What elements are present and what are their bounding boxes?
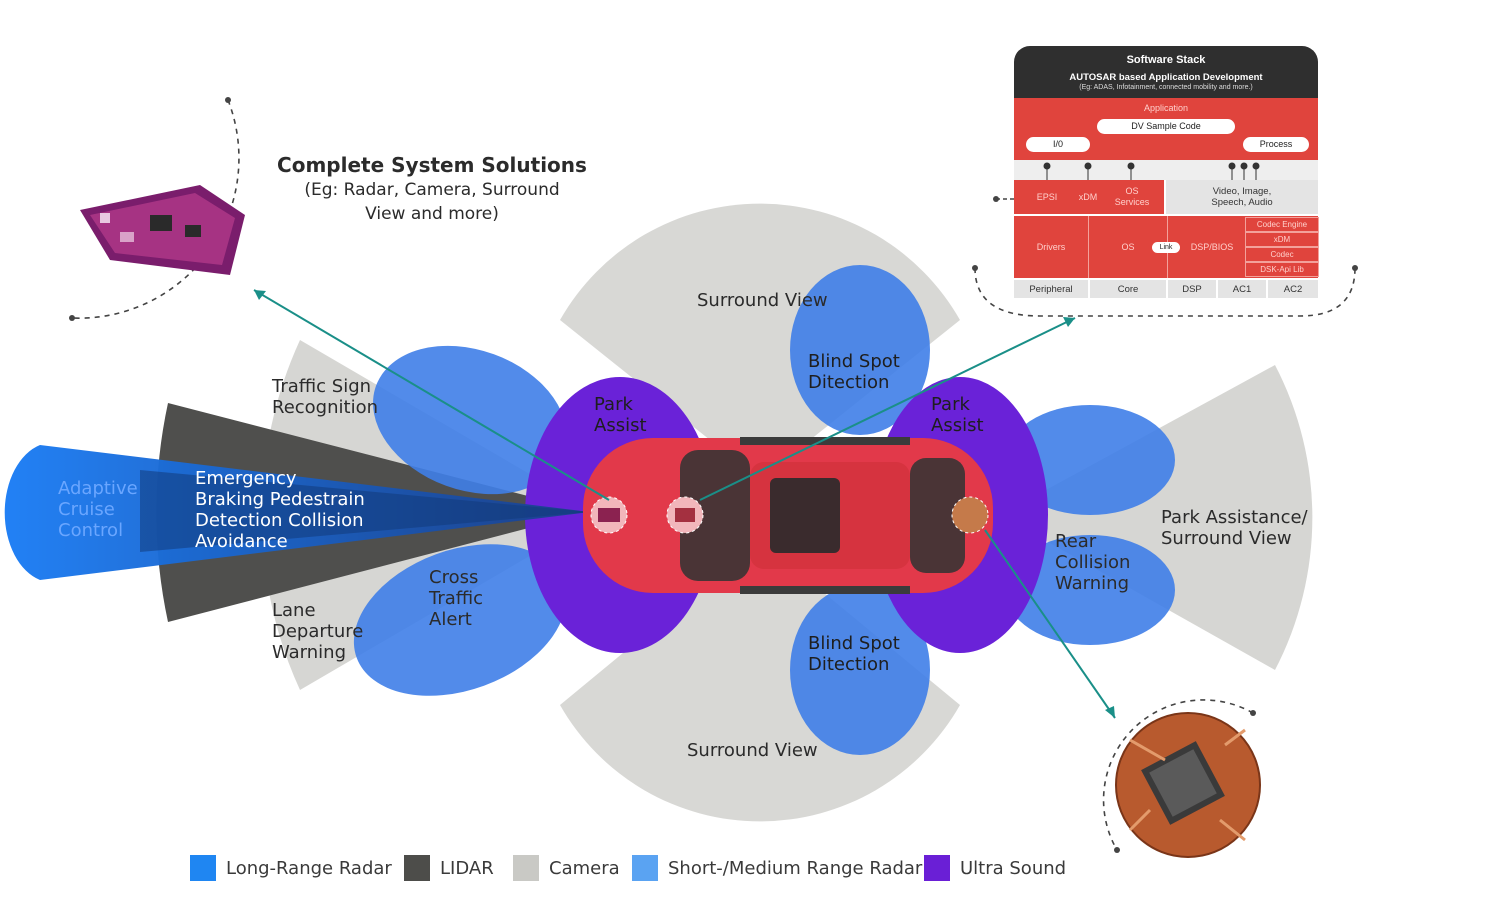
label-blind-spot-top: Blind Spot Ditection xyxy=(808,351,900,393)
car-windshield xyxy=(680,450,750,581)
legend-swatch xyxy=(190,855,216,881)
legend-swatch xyxy=(513,855,539,881)
bottom-cell-ac1: AC1 xyxy=(1218,280,1266,298)
bottom-cell-ac2: AC2 xyxy=(1268,280,1318,298)
label-emergency-braking: Emergency Braking Pedestrain Detection C… xyxy=(195,468,365,552)
legend-label: Long-Range Radar xyxy=(226,857,392,879)
radar-lobe-front-top xyxy=(373,345,567,495)
software-stack-note: (Eg: ADAS, Infotainment, connected mobil… xyxy=(1079,84,1253,91)
solutions-title-block: Complete System Solutions (Eg: Radar, Ca… xyxy=(262,152,602,226)
legend-long-range-radar: Long-Range Radar xyxy=(190,853,392,883)
legend-camera: Camera xyxy=(513,853,620,883)
legend-label: Short-/Medium Range Radar xyxy=(668,857,923,879)
bottom-cell-peripheral: Peripheral xyxy=(1014,280,1088,298)
label-surround-view-bottom: Surround View xyxy=(687,740,818,761)
label-rear-collision: Rear Collision Warning xyxy=(1055,531,1131,594)
bottom-cell-core: Core xyxy=(1090,280,1166,298)
legend-swatch xyxy=(404,855,430,881)
legend-swatch xyxy=(632,855,658,881)
radar-lobe-blindspot-top xyxy=(790,265,930,435)
car-rear-window xyxy=(910,458,965,573)
radar-lobe-front-bottom xyxy=(353,544,567,696)
radar-lobe-rear-top xyxy=(1005,405,1175,515)
label-cross-traffic: Cross Traffic Alert xyxy=(429,567,484,630)
label-blind-spot-bottom: Blind Spot Ditection xyxy=(808,633,900,675)
legend-lidar: LIDAR xyxy=(404,853,494,883)
solutions-heading: Complete System Solutions xyxy=(277,153,587,177)
label-adaptive-cruise: Adaptive Cruise Control xyxy=(58,478,138,541)
connector-pins xyxy=(1043,162,1260,180)
camera-zone-rear xyxy=(1000,365,1313,670)
link-pill: Link xyxy=(1152,242,1180,253)
xdm2-label: xDM xyxy=(1245,232,1319,247)
dsp-bios-label: DSP/BIOS xyxy=(1190,242,1234,252)
software-stack-header: Software Stack AUTOSAR based Application… xyxy=(1014,46,1318,98)
epsi-label: EPSI xyxy=(1036,192,1058,202)
application-label: Application xyxy=(1143,103,1189,113)
label-traffic-sign: Traffic Sign Recognition xyxy=(272,376,378,418)
label-park-assistance-surround: Park Assistance/ Surround View xyxy=(1161,507,1308,549)
drivers-label: Drivers xyxy=(1014,216,1089,278)
application-layer: Application DV Sample Code I/0 Process xyxy=(1014,98,1318,160)
bottom-cell-dsp: DSP xyxy=(1168,280,1216,298)
chip-image xyxy=(1115,712,1261,858)
software-stack-panel: Software Stack AUTOSAR based Application… xyxy=(1014,46,1319,298)
legend-label: Camera xyxy=(549,857,620,879)
legend-label: LIDAR xyxy=(440,857,494,879)
io-pill: I/0 xyxy=(1026,137,1090,152)
services-row xyxy=(1014,180,1164,214)
dsk-api-label: DSK-Api Lib xyxy=(1245,262,1319,277)
software-stack-subtitle: AUTOSAR based Application Development xyxy=(1069,72,1263,83)
label-surround-view-top: Surround View xyxy=(697,290,828,311)
circuit-board-image xyxy=(80,185,245,275)
rear-sensor-marker xyxy=(951,496,989,534)
codec-label: Codec xyxy=(1245,247,1319,262)
xdm-label: xDM xyxy=(1078,192,1098,202)
label-park-assist-rear: Park Assist xyxy=(931,394,984,436)
legend-swatch xyxy=(924,855,950,881)
dv-sample-code-pill: DV Sample Code xyxy=(1097,119,1235,134)
car xyxy=(583,437,993,594)
radar-lobe-blindspot-bottom xyxy=(790,585,930,755)
solutions-subheading: (Eg: Radar, Camera, Surround View and mo… xyxy=(304,180,560,224)
legend-ultra-sound: Ultra Sound xyxy=(924,853,1066,883)
codec-engine-label: Codec Engine xyxy=(1245,217,1319,232)
car-sunroof xyxy=(770,478,840,553)
connector-row xyxy=(1014,160,1318,180)
software-stack-title: Software Stack xyxy=(1126,54,1206,66)
radar-lobe-rear-bottom xyxy=(1005,535,1175,645)
video-image-speech-audio-label: Video, Image, Speech, Audio xyxy=(1166,180,1318,214)
label-lane-departure: Lane Departure Warning xyxy=(272,600,364,663)
label-park-assist-front: Park Assist xyxy=(594,394,647,436)
legend-label: Ultra Sound xyxy=(960,857,1067,879)
os-services-label: OS Services xyxy=(1114,186,1150,207)
legend-short-medium-radar: Short-/Medium Range Radar xyxy=(632,853,922,883)
process-pill: Process xyxy=(1243,137,1309,152)
